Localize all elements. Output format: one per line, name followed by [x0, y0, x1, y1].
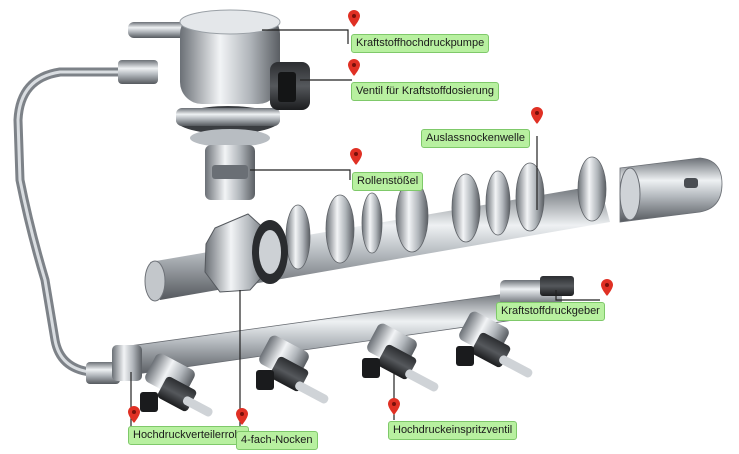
- fuel-rail: [112, 276, 574, 381]
- label-hochdruckverteilerrohr[interactable]: Hochdruckverteilerrohr: [128, 426, 250, 445]
- label-vierfach-nocken[interactable]: 4-fach-Nocken: [236, 431, 318, 450]
- metering-valve-connector: [270, 62, 310, 110]
- four-lobe-cam: [204, 213, 288, 293]
- map-pin-icon: [348, 10, 360, 27]
- leader-pressure-sensor: [555, 290, 600, 301]
- map-pin-icon: [601, 279, 613, 296]
- map-pin-icon: [388, 398, 400, 415]
- label-ventil-kraftstoffdosierung[interactable]: Ventil für Kraftstoffdosierung: [351, 82, 499, 101]
- injectors: [140, 311, 533, 417]
- label-hochdruckeinspritzventil[interactable]: Hochdruckeinspritzventil: [388, 421, 518, 440]
- map-pin-icon: [128, 406, 140, 423]
- map-pin-icon: [236, 408, 248, 425]
- label-kraftstoffdruckgeber[interactable]: Kraftstoffdruckgeber: [496, 302, 605, 321]
- leader-roller-tappet: [250, 169, 351, 180]
- label-auslassnockenwelle[interactable]: Auslassnockenwelle: [421, 129, 531, 148]
- high-pressure-pump: [128, 9, 281, 200]
- label-rollenstoessel[interactable]: Rollenstößel: [352, 172, 424, 191]
- high-pressure-line: [13, 60, 158, 384]
- label-kraftstoffhochdruckpumpe[interactable]: Kraftstoffhochdruckpumpe: [351, 34, 490, 53]
- map-pin-icon: [350, 148, 362, 165]
- map-pin-icon: [531, 107, 543, 124]
- leader-pump: [262, 29, 349, 44]
- map-pin-icon: [348, 59, 360, 76]
